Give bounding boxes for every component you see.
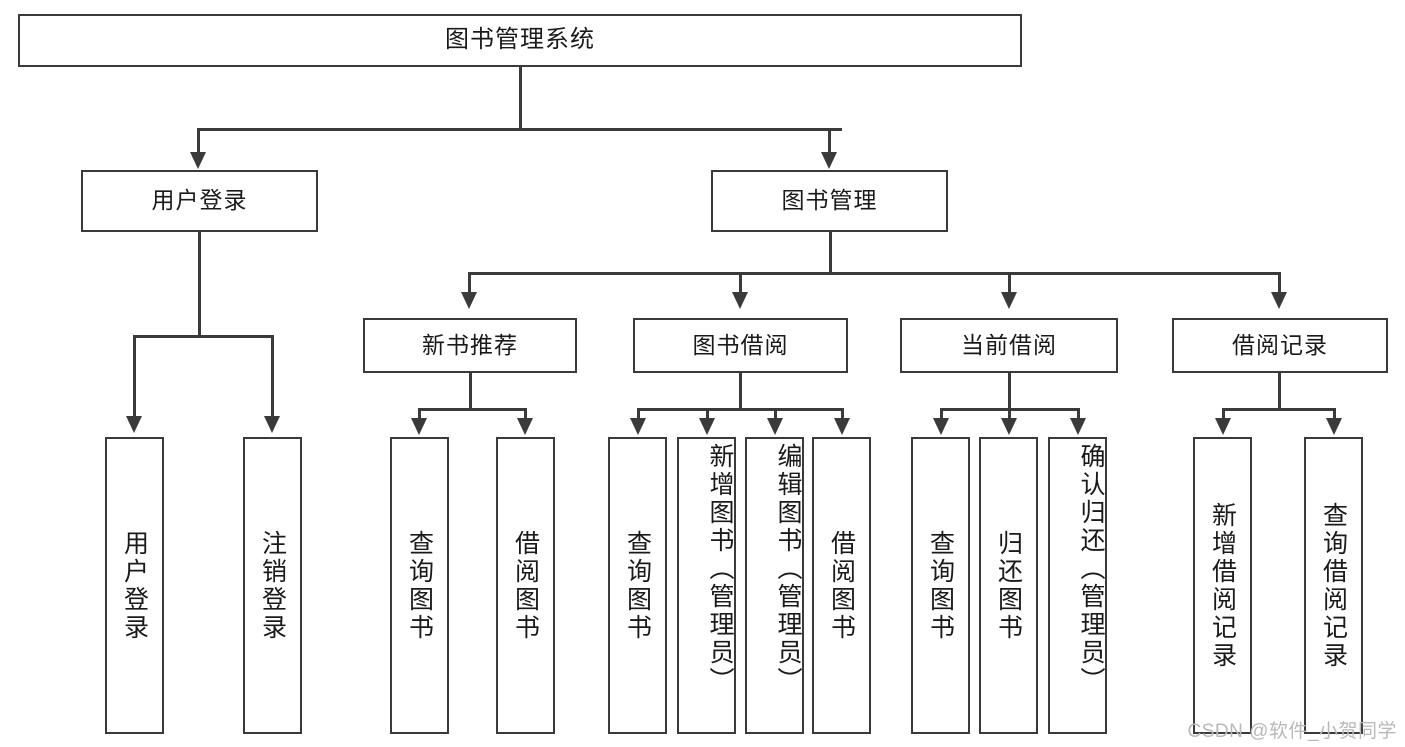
leaf-borrow-book-recommend[interactable]: 借阅图书 <box>496 437 555 734</box>
connector-newbook-bar <box>418 408 526 411</box>
leaf-query-book-recommend[interactable]: 查询图书 <box>390 437 449 734</box>
leaf-user-login[interactable]: 用户登录 <box>105 437 164 734</box>
leaf-query-borrow-record[interactable]: 查询借阅记录 <box>1304 437 1363 734</box>
arrow-to-leaf-user-login <box>126 416 142 433</box>
arrow-bookborrow-leaf-4 <box>834 418 850 435</box>
node-new-book-recommend[interactable]: 新书推荐 <box>363 318 577 373</box>
connector-newbook-stem <box>469 373 472 408</box>
connector-borrowrecord-drop-2 <box>1333 408 1336 420</box>
arrow-borrowrecord-leaf-2 <box>1326 418 1342 435</box>
connector-bookborrow-drop-2 <box>706 408 709 420</box>
connector-bookborrow-bar <box>637 408 842 411</box>
node-book-manage[interactable]: 图书管理 <box>711 170 948 232</box>
connector-userlogin-bar <box>133 335 273 338</box>
connector-bookmanage-drop-3 <box>1008 272 1011 294</box>
connector-borrowrecord-stem <box>1278 373 1281 408</box>
leaf-edit-book-admin[interactable]: 编辑图书（管理员） <box>745 437 804 734</box>
leaf-borrow-book[interactable]: 借阅图书 <box>812 437 871 734</box>
arrow-bookborrow-leaf-3 <box>767 418 783 435</box>
connector-currentborrow-drop-1 <box>940 408 943 420</box>
connector-root-drop-left <box>197 128 200 155</box>
connector-root-stem <box>519 67 522 128</box>
arrow-currentborrow-leaf-3 <box>1070 418 1086 435</box>
connector-bookmanage-drop-2 <box>739 272 742 294</box>
arrow-to-current-borrow <box>1001 292 1017 309</box>
connector-bookborrow-drop-3 <box>774 408 777 420</box>
connector-bookborrow-drop-4 <box>841 408 844 420</box>
connector-userlogin-drop-2 <box>271 335 274 418</box>
connector-userlogin-drop-1 <box>133 335 136 418</box>
connector-newbook-drop-2 <box>524 408 527 420</box>
leaf-confirm-return-admin[interactable]: 确认归还（管理员） <box>1048 437 1107 734</box>
connector-bookmanage-bar <box>468 272 1280 275</box>
connector-userlogin-stem <box>198 232 201 335</box>
connector-bookmanage-stem <box>829 232 832 272</box>
connector-currentborrow-stem <box>1008 373 1011 408</box>
connector-currentborrow-drop-2 <box>1008 408 1011 420</box>
node-current-borrow[interactable]: 当前借阅 <box>900 318 1118 373</box>
node-user-login[interactable]: 用户登录 <box>81 170 318 232</box>
arrow-newbook-leaf-2 <box>517 418 533 435</box>
leaf-add-borrow-record[interactable]: 新增借阅记录 <box>1193 437 1252 734</box>
connector-bookborrow-stem <box>739 373 742 408</box>
leaf-query-book-current[interactable]: 查询图书 <box>911 437 970 734</box>
arrow-borrowrecord-leaf-1 <box>1215 418 1231 435</box>
leaf-query-book-borrow[interactable]: 查询图书 <box>608 437 667 734</box>
arrow-to-borrow-record <box>1271 292 1287 309</box>
connector-borrowrecord-bar <box>1222 408 1335 411</box>
connector-currentborrow-drop-3 <box>1077 408 1080 420</box>
csdn-watermark: CSDN @软件_小贺同学 <box>1187 721 1397 742</box>
connector-root-drop-right <box>828 128 831 155</box>
arrow-to-leaf-logout <box>264 416 280 433</box>
leaf-return-book[interactable]: 归还图书 <box>979 437 1038 734</box>
connector-newbook-drop-1 <box>418 408 421 420</box>
connector-bookmanage-drop-1 <box>468 272 471 294</box>
arrow-currentborrow-leaf-1 <box>933 418 949 435</box>
arrow-to-user-login <box>190 152 206 169</box>
connector-bookborrow-drop-1 <box>637 408 640 420</box>
arrow-newbook-leaf-1 <box>411 418 427 435</box>
node-root-system[interactable]: 图书管理系统 <box>18 14 1022 67</box>
arrow-to-new-book-recommend <box>461 292 477 309</box>
connector-bookmanage-drop-4 <box>1278 272 1281 294</box>
leaf-add-book-admin[interactable]: 新增图书（管理员） <box>677 437 736 734</box>
node-borrow-record[interactable]: 借阅记录 <box>1172 318 1388 373</box>
arrow-to-book-borrow <box>732 292 748 309</box>
arrow-bookborrow-leaf-1 <box>630 418 646 435</box>
connector-borrowrecord-drop-1 <box>1222 408 1225 420</box>
leaf-logout[interactable]: 注销登录 <box>243 437 302 734</box>
arrow-bookborrow-leaf-2 <box>699 418 715 435</box>
arrow-to-book-manage <box>821 152 837 169</box>
node-book-borrow[interactable]: 图书借阅 <box>633 318 848 373</box>
arrow-currentborrow-leaf-2 <box>1001 418 1017 435</box>
connector-root-bar <box>197 128 842 131</box>
